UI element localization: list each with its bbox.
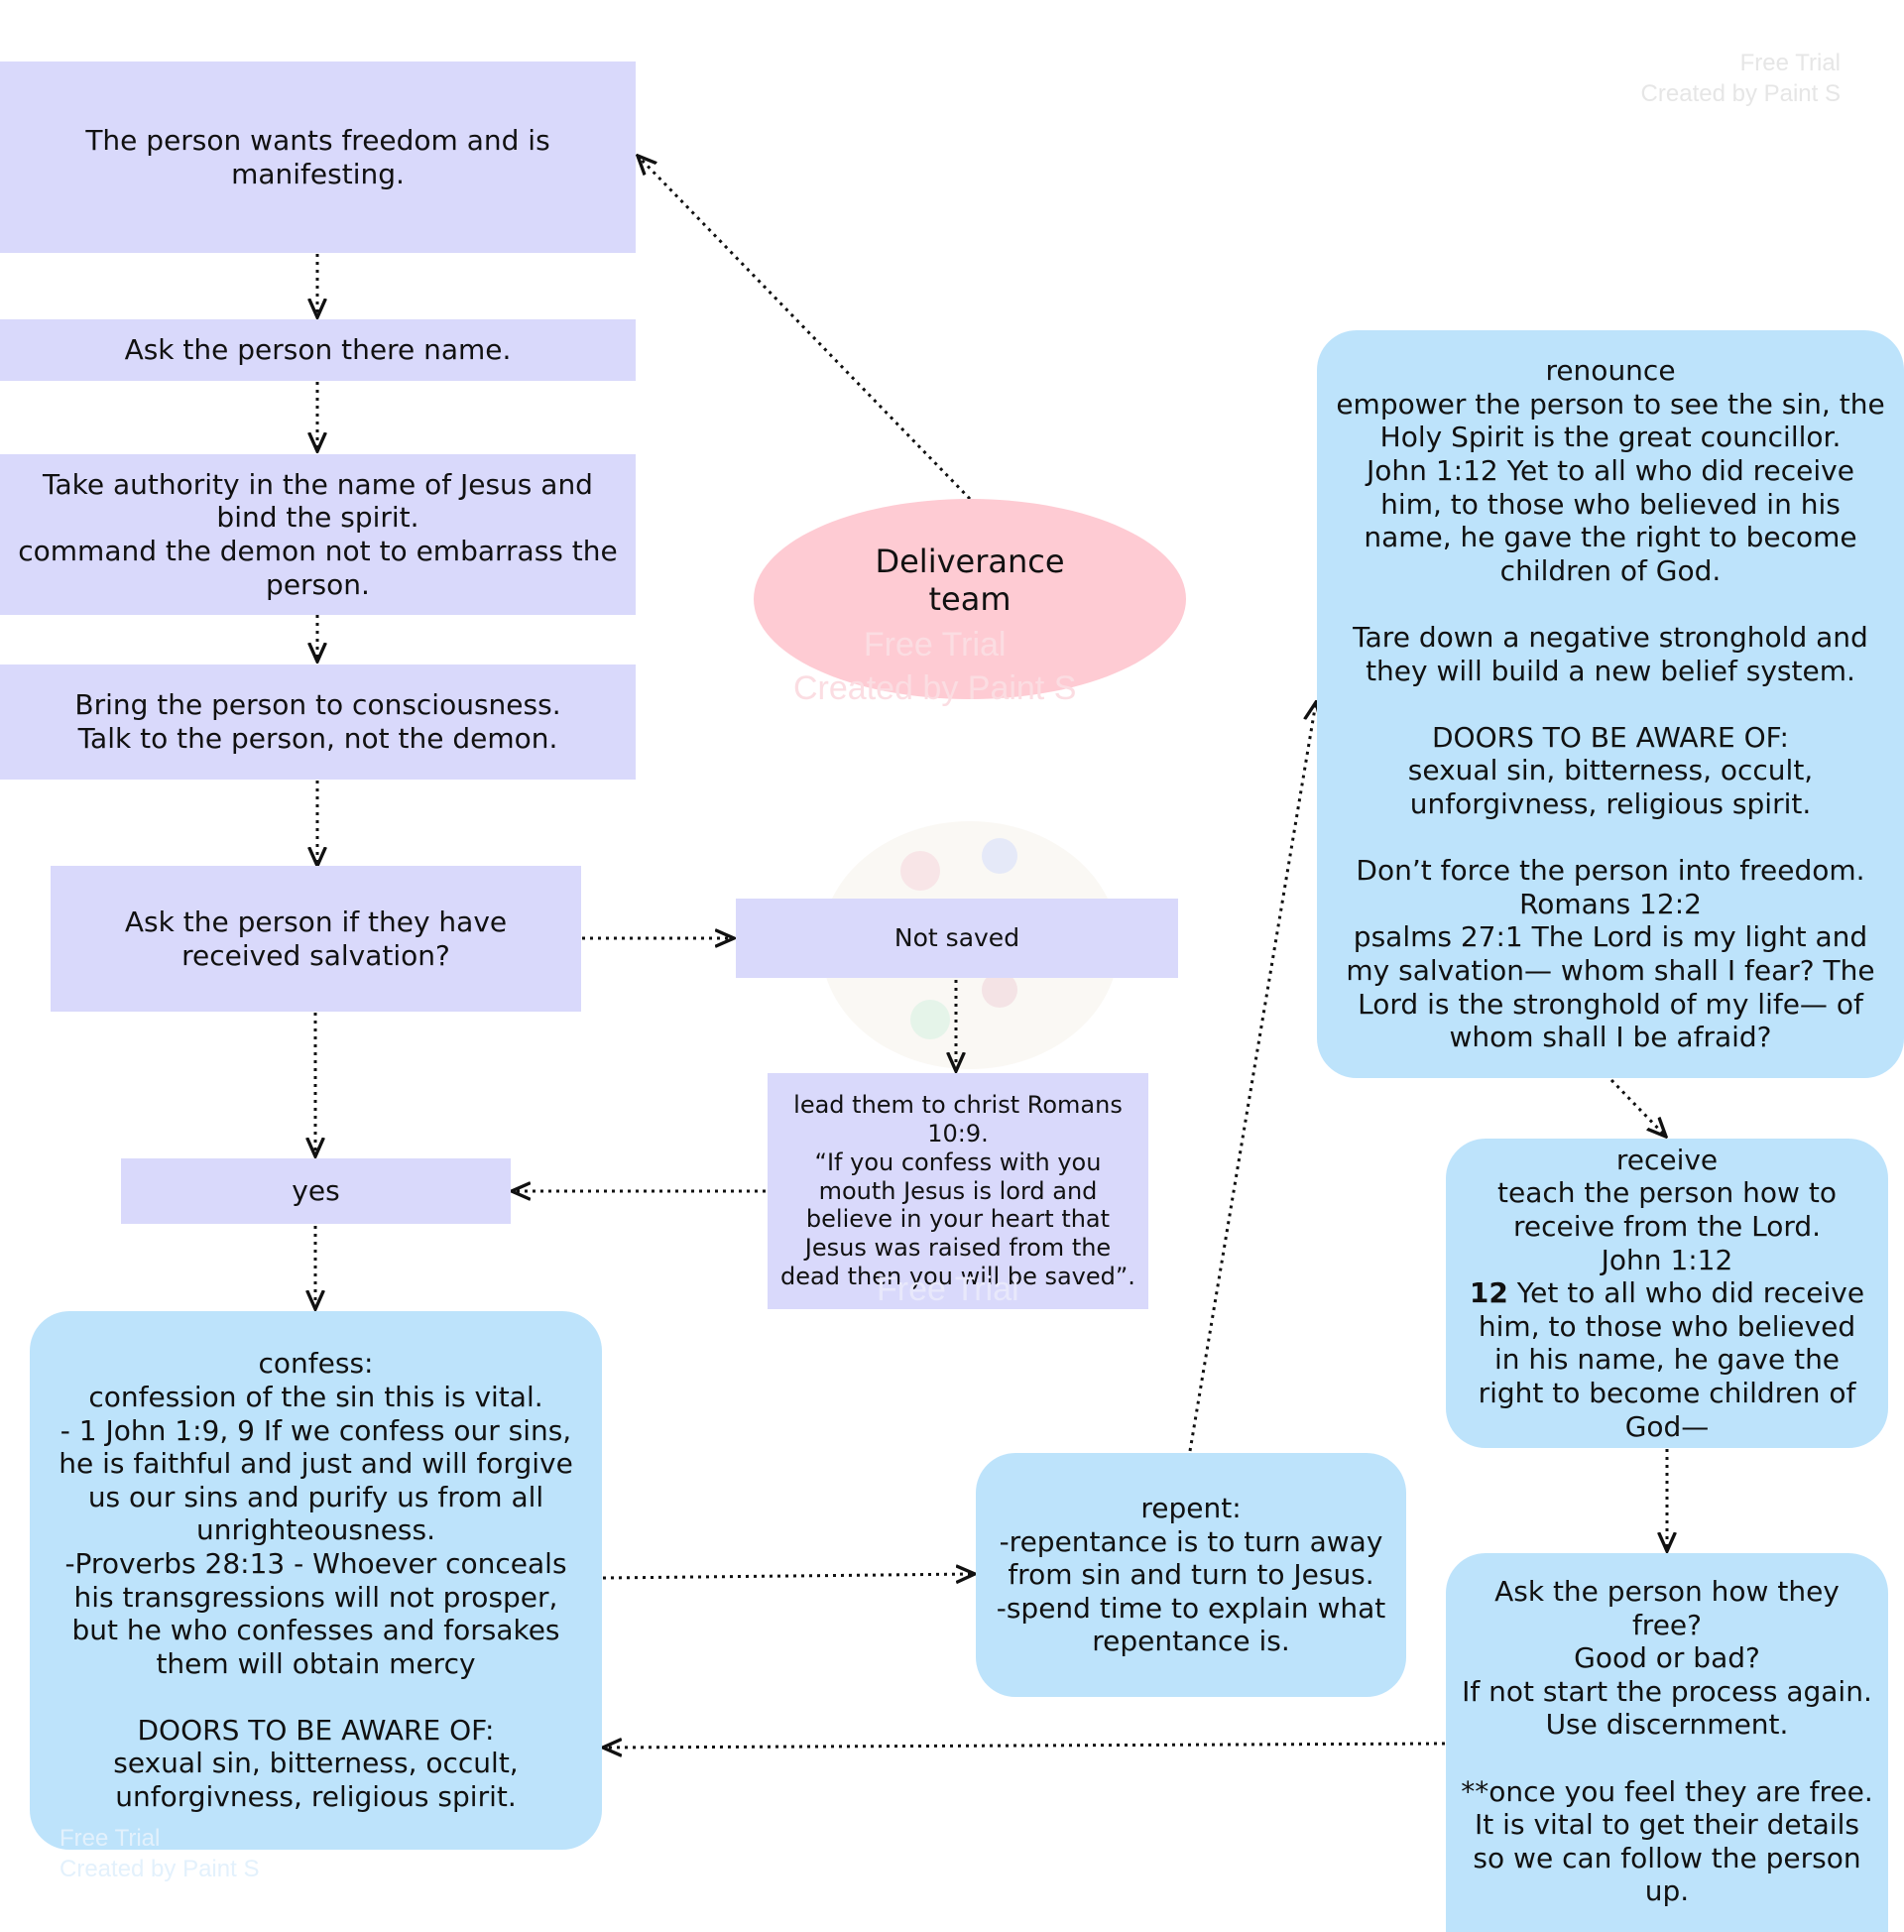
node-yes: yes (121, 1158, 511, 1224)
node-ask-name: Ask the person there name. (0, 319, 636, 381)
node-repent: repent: -repentance is to turn away from… (976, 1453, 1406, 1697)
edge-renounce-to-receive (1609, 1078, 1666, 1137)
node-start: The person wants freedom and is manifest… (0, 61, 636, 253)
node-renounce: renounce empower the person to see the s… (1317, 330, 1904, 1078)
receive-text-tail: Yet to all who did receive him, to those… (1478, 1276, 1865, 1443)
node-receive: receive teach the person how to receive … (1446, 1139, 1888, 1448)
node-confess: confess: confession of the sin this is v… (30, 1311, 602, 1850)
node-consciousness: Bring the person to consciousness. Talk … (0, 664, 636, 780)
edge-confess-to-repent (602, 1574, 975, 1578)
edge-team-to-start (638, 156, 972, 501)
edge-check-to-confess (603, 1744, 1446, 1748)
watermark-middle: Free Trial Created by Paint S (793, 626, 1077, 708)
watermark-top-right: Free Trial Created by Paint S (1640, 50, 1841, 108)
node-salvation-question: Ask the person if they have received sal… (51, 866, 581, 1012)
node-not-saved: Not saved (736, 899, 1178, 978)
edge-repent-to-renounce (1188, 702, 1316, 1452)
node-take-authority: Take authority in the name of Jesus and … (0, 454, 636, 615)
receive-text-head: receive teach the person how to receive … (1497, 1143, 1837, 1276)
node-check-freedom: Ask the person how they free? Good or ba… (1446, 1553, 1888, 1932)
watermark-lead-box: Free Trial (877, 1270, 1019, 1308)
node-lead-to-christ: lead them to christ Romans 10:9. “If you… (768, 1073, 1148, 1309)
receive-verse-number: 12 (1469, 1276, 1508, 1310)
watermark-bottom-left: Free Trial Created by Paint S (60, 1825, 260, 1883)
node-deliverance-team: Deliverance team (754, 499, 1186, 699)
